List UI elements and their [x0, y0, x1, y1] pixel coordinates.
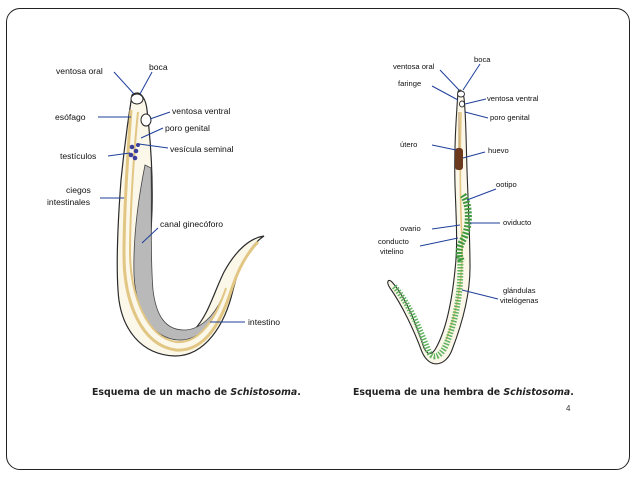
- label-female-genital-pore: poro genital: [490, 113, 530, 122]
- male-testes: [128, 143, 140, 161]
- label-female-vitelline-duct-2: vitelino: [380, 247, 404, 256]
- label-male-intestine: intestino: [248, 317, 280, 327]
- female-body: [387, 89, 471, 365]
- male-worm: ventosa oral boca esófago ventosa ventra…: [47, 62, 280, 357]
- label-female-pharynx: faringe: [398, 79, 421, 88]
- caption-male-period: .: [297, 387, 301, 398]
- label-female-oral-sucker: ventosa oral: [393, 62, 435, 71]
- label-male-genital-pore: poro genital: [165, 123, 210, 133]
- female-vitelline-glands: [391, 254, 464, 360]
- label-male-caeca-2: intestinales: [47, 197, 90, 207]
- caption-female: Esquema de una hembra de Schistosoma.: [353, 387, 574, 398]
- label-male-testes: testículos: [60, 151, 96, 161]
- female-worm: ventosa oral boca faringe ventosa ventra…: [378, 55, 539, 365]
- female-egg: [455, 148, 463, 170]
- female-oral-sucker: [457, 90, 465, 98]
- label-male-ventral-sucker: ventosa ventral: [172, 106, 230, 116]
- caption-female-text: Esquema de una hembra de: [353, 387, 504, 398]
- male-intestine: [122, 109, 260, 352]
- label-female-ovary: ovario: [400, 224, 421, 233]
- label-male-oral-sucker: ventosa oral: [56, 66, 103, 76]
- page-number: 4: [566, 404, 571, 413]
- caption-male-genus: Schistosoma: [230, 387, 298, 398]
- label-female-mouth: boca: [474, 55, 491, 64]
- label-male-seminal-vesicle: vesícula seminal: [170, 144, 234, 154]
- label-female-uterus: útero: [400, 140, 417, 149]
- label-female-vitelline-glands-1: glándulas: [503, 286, 536, 295]
- label-female-ventral-sucker: ventosa ventral: [487, 94, 539, 103]
- label-male-gynecophoric-canal: canal ginecóforo: [160, 219, 223, 229]
- male-oral-sucker: [130, 93, 144, 105]
- female-ovary: [455, 192, 472, 264]
- male-ventral-sucker: [140, 113, 152, 127]
- caption-female-period: .: [570, 387, 574, 398]
- caption-male: Esquema de un macho de Schistosoma.: [92, 387, 301, 398]
- label-female-oviduct: oviducto: [503, 218, 531, 227]
- label-female-vitelline-glands-2: vitelógenas: [500, 296, 539, 305]
- label-male-esophagus: esófago: [55, 112, 86, 122]
- caption-female-genus: Schistosoma: [503, 387, 571, 398]
- slide-frame: [6, 8, 630, 470]
- label-male-mouth: boca: [149, 62, 168, 72]
- label-male-caeca-1: ciegos: [66, 185, 91, 195]
- male-body: [116, 92, 265, 357]
- label-female-ootype: ootipo: [496, 180, 517, 189]
- label-female-vitelline-duct-1: conducto: [378, 237, 409, 246]
- female-leader-lines: [419, 63, 500, 300]
- male-leader-lines: [98, 71, 245, 323]
- female-ventral-sucker: [459, 100, 465, 108]
- label-female-egg: huevo: [488, 146, 509, 155]
- caption-male-text: Esquema de un macho de: [92, 387, 231, 398]
